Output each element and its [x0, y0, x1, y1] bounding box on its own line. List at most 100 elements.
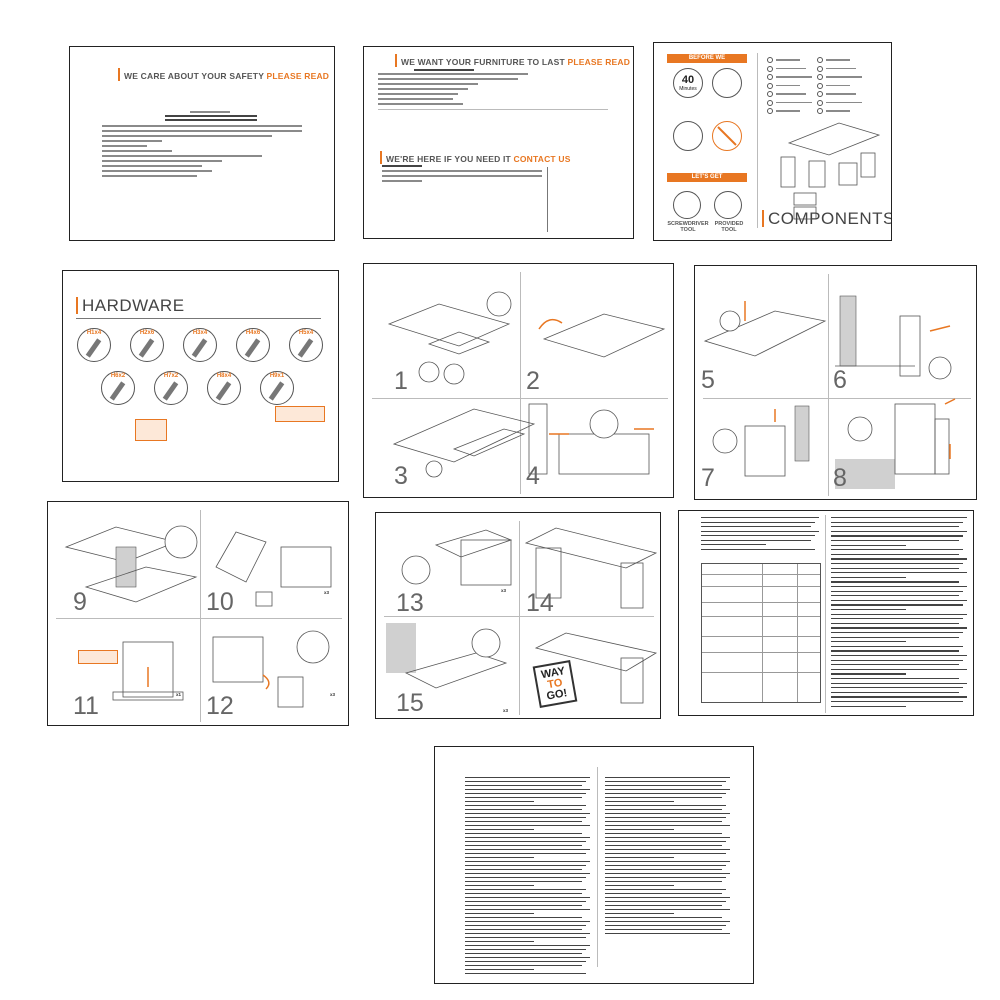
text-line [605, 917, 722, 919]
text-line [605, 901, 726, 903]
hardware-part-5 [289, 328, 323, 362]
component-label-line [776, 101, 812, 103]
text-line [465, 837, 590, 839]
text-line [378, 83, 478, 85]
text-line [465, 881, 582, 883]
text-line [465, 829, 534, 831]
text-line [831, 563, 963, 565]
component-label-line [826, 93, 856, 95]
space-icon [673, 121, 703, 151]
text-line [605, 897, 730, 899]
text-line [831, 655, 967, 657]
hardware-part-9 [260, 371, 294, 405]
step-13-diagram [401, 529, 513, 586]
text-line [465, 821, 582, 823]
text-line [465, 921, 590, 923]
hardware-title: HARDWARE [76, 296, 185, 316]
component-marker [817, 108, 823, 114]
text-line [701, 548, 815, 550]
text-line [605, 889, 726, 891]
hardware-part-label: H2x6 [139, 330, 155, 336]
text-line [102, 130, 302, 132]
hardware-note-right [275, 406, 325, 422]
text-line [378, 98, 453, 100]
text-line [701, 544, 766, 546]
text-line [831, 595, 959, 597]
text-line [831, 613, 967, 615]
hardware-part-1 [77, 328, 111, 362]
text-line [831, 535, 963, 537]
component-marker [767, 74, 773, 80]
hardware-part-7 [154, 371, 188, 405]
component-label-line [826, 59, 850, 61]
way-to-go-badge: WAY TO GO! [532, 660, 578, 708]
text-line [378, 78, 518, 80]
text-line [831, 668, 967, 671]
text-line [831, 705, 906, 707]
text-line [831, 581, 959, 583]
component-marker [767, 65, 773, 72]
text-line [605, 813, 730, 815]
text-line [465, 813, 590, 815]
step-11-note [78, 650, 118, 664]
hardware-part-3 [183, 328, 217, 362]
text-line [378, 88, 468, 90]
allen-key-icon [714, 191, 742, 219]
before-we-banner: BEFORE WE [667, 54, 747, 63]
text-line [831, 622, 959, 625]
text-line [190, 111, 230, 113]
text-line [465, 941, 534, 943]
step-12-diagram [212, 630, 330, 708]
page-components: BEFORE WE 40 Minutes LET'S GET SCREWDRIV… [653, 42, 892, 241]
text-line [605, 909, 730, 911]
component-marker [767, 57, 773, 63]
hardware-part-2 [130, 328, 164, 362]
text-line [605, 921, 730, 923]
text-line [465, 897, 590, 899]
text-line [831, 517, 967, 519]
text-line [382, 165, 422, 167]
text-line [831, 572, 967, 574]
text-line [605, 789, 730, 791]
step-11-diagram [112, 641, 184, 701]
text-line [465, 901, 586, 903]
text-line [831, 682, 967, 684]
text-line [465, 953, 582, 955]
text-line [831, 650, 959, 652]
text-line [465, 777, 590, 779]
component-marker [767, 99, 773, 106]
text-line [605, 793, 726, 795]
text-line [102, 165, 202, 167]
step-3-diagram [392, 408, 536, 478]
step-1-diagram [387, 291, 512, 385]
component-marker [817, 65, 823, 72]
step-5-diagram [703, 301, 827, 357]
text-line [831, 659, 963, 661]
text-line [831, 687, 963, 689]
hardware-part-label: H8x4 [216, 373, 232, 379]
text-line [102, 170, 212, 172]
text-line [382, 180, 422, 182]
text-line [102, 145, 147, 147]
step-number-12: 12 [206, 692, 234, 720]
text-line [465, 961, 586, 963]
component-marker [817, 91, 823, 97]
text-line [465, 817, 586, 819]
text-line [465, 785, 582, 787]
text-line [605, 809, 722, 811]
page-warranty [678, 510, 974, 716]
text-line [465, 917, 582, 919]
page-steps-5-8: 5 6 7 8 [694, 265, 977, 500]
page-care: WE WANT YOUR FURNITURE TO LAST PLEASE RE… [363, 46, 634, 239]
text-line [465, 849, 590, 851]
text-line [605, 865, 726, 867]
text-line [605, 929, 722, 931]
component-marker [767, 91, 773, 97]
text-line [831, 549, 963, 551]
page-steps-1-4: 1 2 3 4 [363, 263, 674, 498]
text-line [831, 673, 906, 675]
step-6-diagram [835, 295, 952, 380]
text-line [102, 160, 222, 162]
text-line [465, 797, 582, 799]
